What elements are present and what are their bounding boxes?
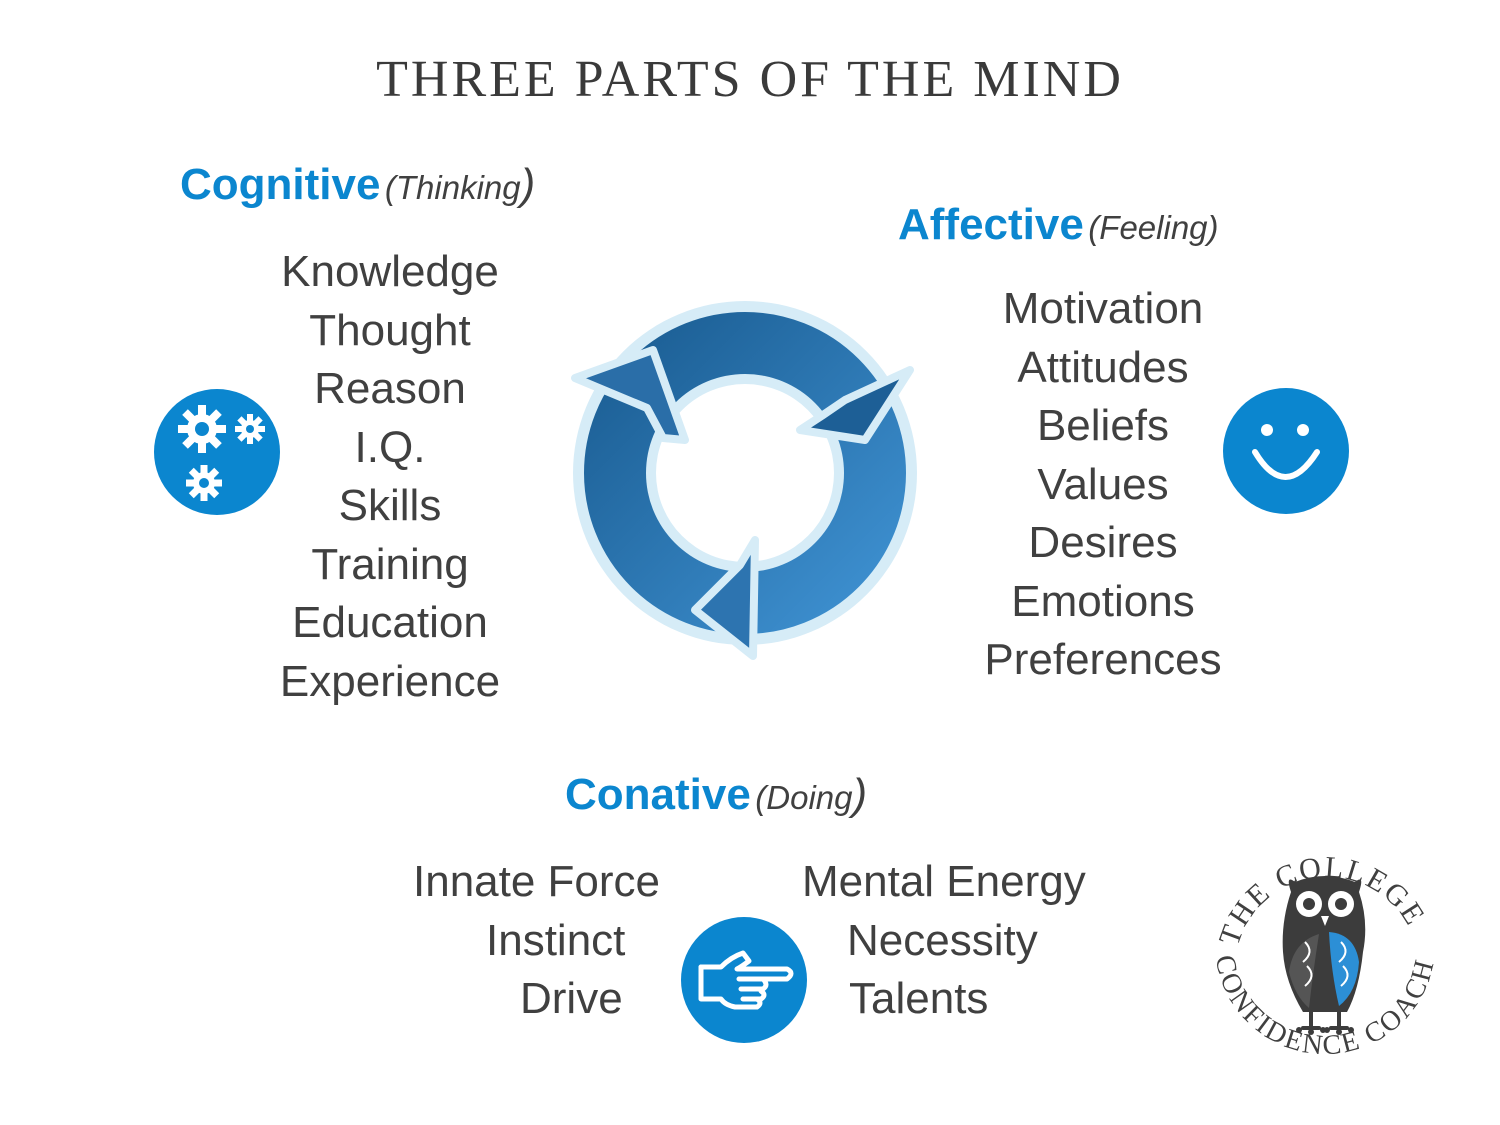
list-item: Experience xyxy=(279,656,501,706)
list-item: Necessity xyxy=(847,915,1038,965)
conative-heading: Conative (Doing) xyxy=(565,770,867,820)
cognitive-list: Knowledge Thought Reason I.Q. Skills Tra… xyxy=(240,243,540,711)
affective-label: Affective xyxy=(898,200,1084,249)
list-item: Emotions xyxy=(1011,576,1195,626)
affective-list: Motivation Attitudes Beliefs Values Desi… xyxy=(953,280,1253,690)
conative-left-list: Innate Force Instinct Drive xyxy=(402,853,702,1029)
list-item: Training xyxy=(311,539,469,589)
pointing-hand-icon xyxy=(681,917,807,1043)
conative-close-paren: ) xyxy=(852,770,868,819)
page-title: THREE PARTS OF THE MIND xyxy=(376,51,1124,108)
conative-right-list: Mental Energy Necessity Talents xyxy=(802,853,1132,1029)
affective-heading: Affective (Feeling) xyxy=(898,200,1219,250)
list-item: Desires xyxy=(1028,518,1178,567)
list-item: Preferences xyxy=(984,635,1222,684)
cognitive-sub: (Thinking xyxy=(384,169,521,206)
list-item: Innate Force xyxy=(413,857,661,906)
list-item: I.Q. xyxy=(354,422,426,472)
conative-label: Conative xyxy=(565,770,751,819)
list-item: Education xyxy=(292,598,488,647)
list-item: Drive xyxy=(520,974,623,1023)
list-item: Mental Energy xyxy=(802,857,1086,906)
list-item: Knowledge xyxy=(281,247,499,296)
cognitive-label: Cognitive xyxy=(180,160,381,209)
list-item: Thought xyxy=(309,305,471,355)
list-item: Motivation xyxy=(1002,284,1204,333)
list-item: Attitudes xyxy=(1017,342,1189,392)
gears-icon xyxy=(154,389,280,515)
owl-icon: THE COLLEGE CONFIDENCE COACH xyxy=(1208,851,1438,1062)
list-item: Talents xyxy=(849,974,989,1023)
smiley-icon xyxy=(1223,388,1349,514)
cognitive-heading: Cognitive (Thinking) xyxy=(180,160,535,210)
list-item: Reason xyxy=(314,364,466,413)
affective-sub: (Feeling) xyxy=(1088,209,1219,246)
list-item: Skills xyxy=(338,481,442,530)
conative-sub: (Doing xyxy=(755,779,853,816)
list-item: Values xyxy=(1037,459,1169,509)
cycle-arrows-icon xyxy=(571,301,917,660)
list-item: Instinct xyxy=(486,915,626,965)
list-item: Beliefs xyxy=(1036,401,1170,450)
cognitive-close-paren: ) xyxy=(520,160,536,209)
